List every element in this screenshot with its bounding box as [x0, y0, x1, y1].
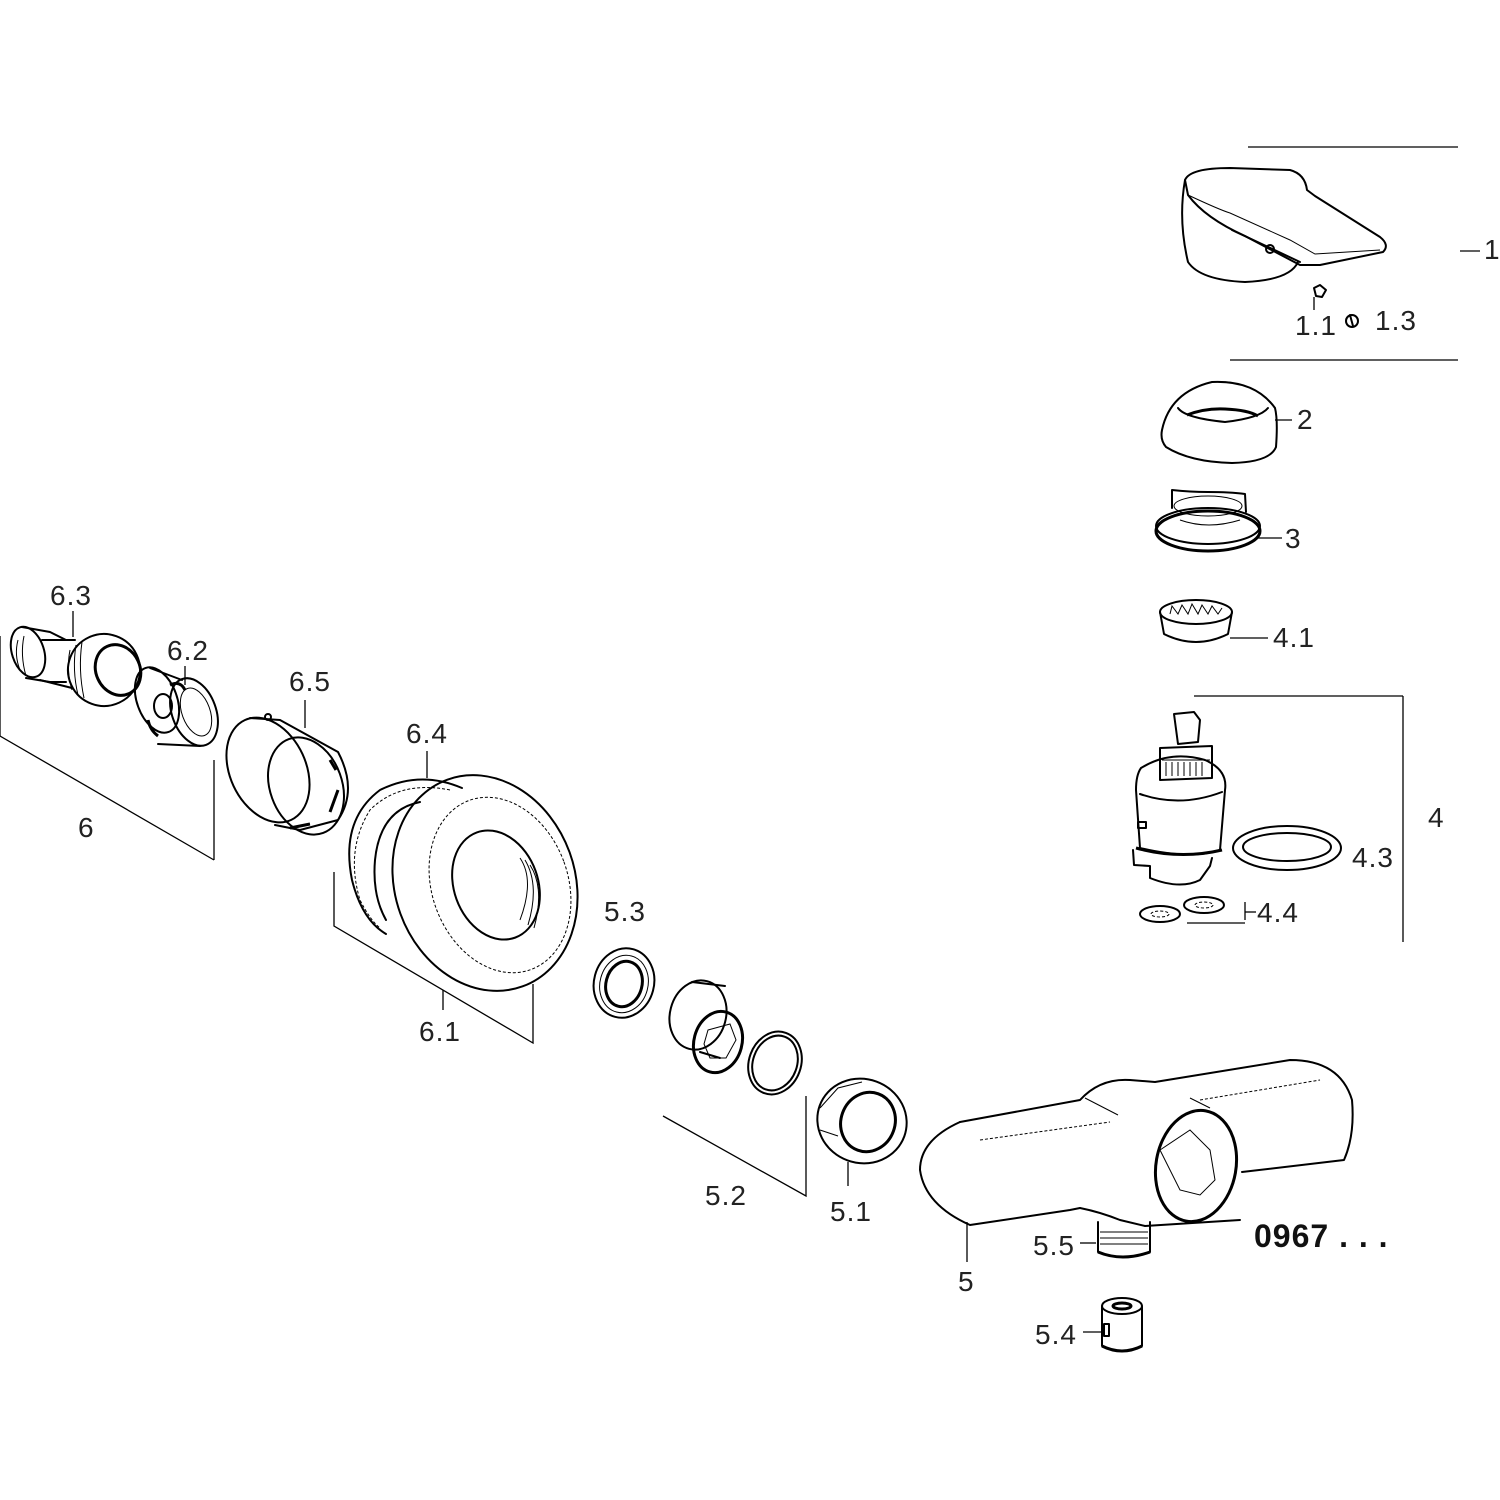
cartridge-icon	[1132, 711, 1256, 924]
label-5-2: 5.2	[705, 1180, 747, 1211]
rosette-icon	[333, 774, 579, 1045]
group-5-2-bracket	[662, 1096, 807, 1198]
sleeve-icon	[133, 666, 219, 747]
label-4-4: 4.4	[1257, 897, 1299, 928]
group-4-bracket	[1194, 695, 1404, 942]
washer-icon	[592, 947, 656, 1019]
label-2: 2	[1297, 404, 1314, 435]
label-6-4: 6.4	[406, 718, 448, 749]
label-6: 6	[78, 812, 95, 843]
label-1-3: 1.3	[1375, 305, 1417, 336]
union-nut-icon	[816, 1077, 908, 1186]
label-3: 3	[1285, 523, 1302, 554]
label-5-1: 5.1	[830, 1196, 872, 1227]
eccentric-fitting-icon	[9, 611, 143, 707]
adapter-icon	[1159, 599, 1268, 643]
label-6-1: 6.1	[419, 1016, 461, 1047]
threaded-ring-icon	[1154, 489, 1282, 553]
o-ring-4-3-icon	[1232, 825, 1342, 871]
label-6-3: 6.3	[50, 580, 92, 611]
label-6-2: 6.2	[167, 635, 209, 666]
extension-sleeve-icon	[225, 700, 349, 836]
cover-cap-icon	[1160, 380, 1292, 464]
connector-icon	[668, 979, 745, 1075]
label-5-3: 5.3	[604, 896, 646, 927]
label-6-5: 6.5	[289, 666, 331, 697]
label-4-1: 4.1	[1273, 622, 1315, 653]
label-4: 4	[1428, 802, 1445, 833]
o-ring-5-2-icon	[747, 1030, 803, 1096]
outlet-nipple-icon	[1080, 1221, 1151, 1259]
lever-handle-icon	[1181, 167, 1387, 328]
group-1-bracket	[1230, 146, 1480, 361]
label-4-3: 4.3	[1352, 842, 1394, 873]
product-code: 0967 . . .	[1254, 1218, 1389, 1254]
label-5-4: 5.4	[1035, 1319, 1077, 1350]
label-1: 1	[1484, 234, 1500, 265]
mixer-body-icon	[919, 1059, 1354, 1262]
seals-4-4-icon	[1139, 896, 1225, 923]
label-1-1: 1.1	[1295, 310, 1337, 341]
group-6-bracket	[0, 636, 215, 861]
label-5-5: 5.5	[1033, 1230, 1075, 1261]
plug-icon	[1083, 1297, 1143, 1353]
label-5: 5	[958, 1266, 975, 1297]
seal-ring-icon	[348, 751, 463, 935]
